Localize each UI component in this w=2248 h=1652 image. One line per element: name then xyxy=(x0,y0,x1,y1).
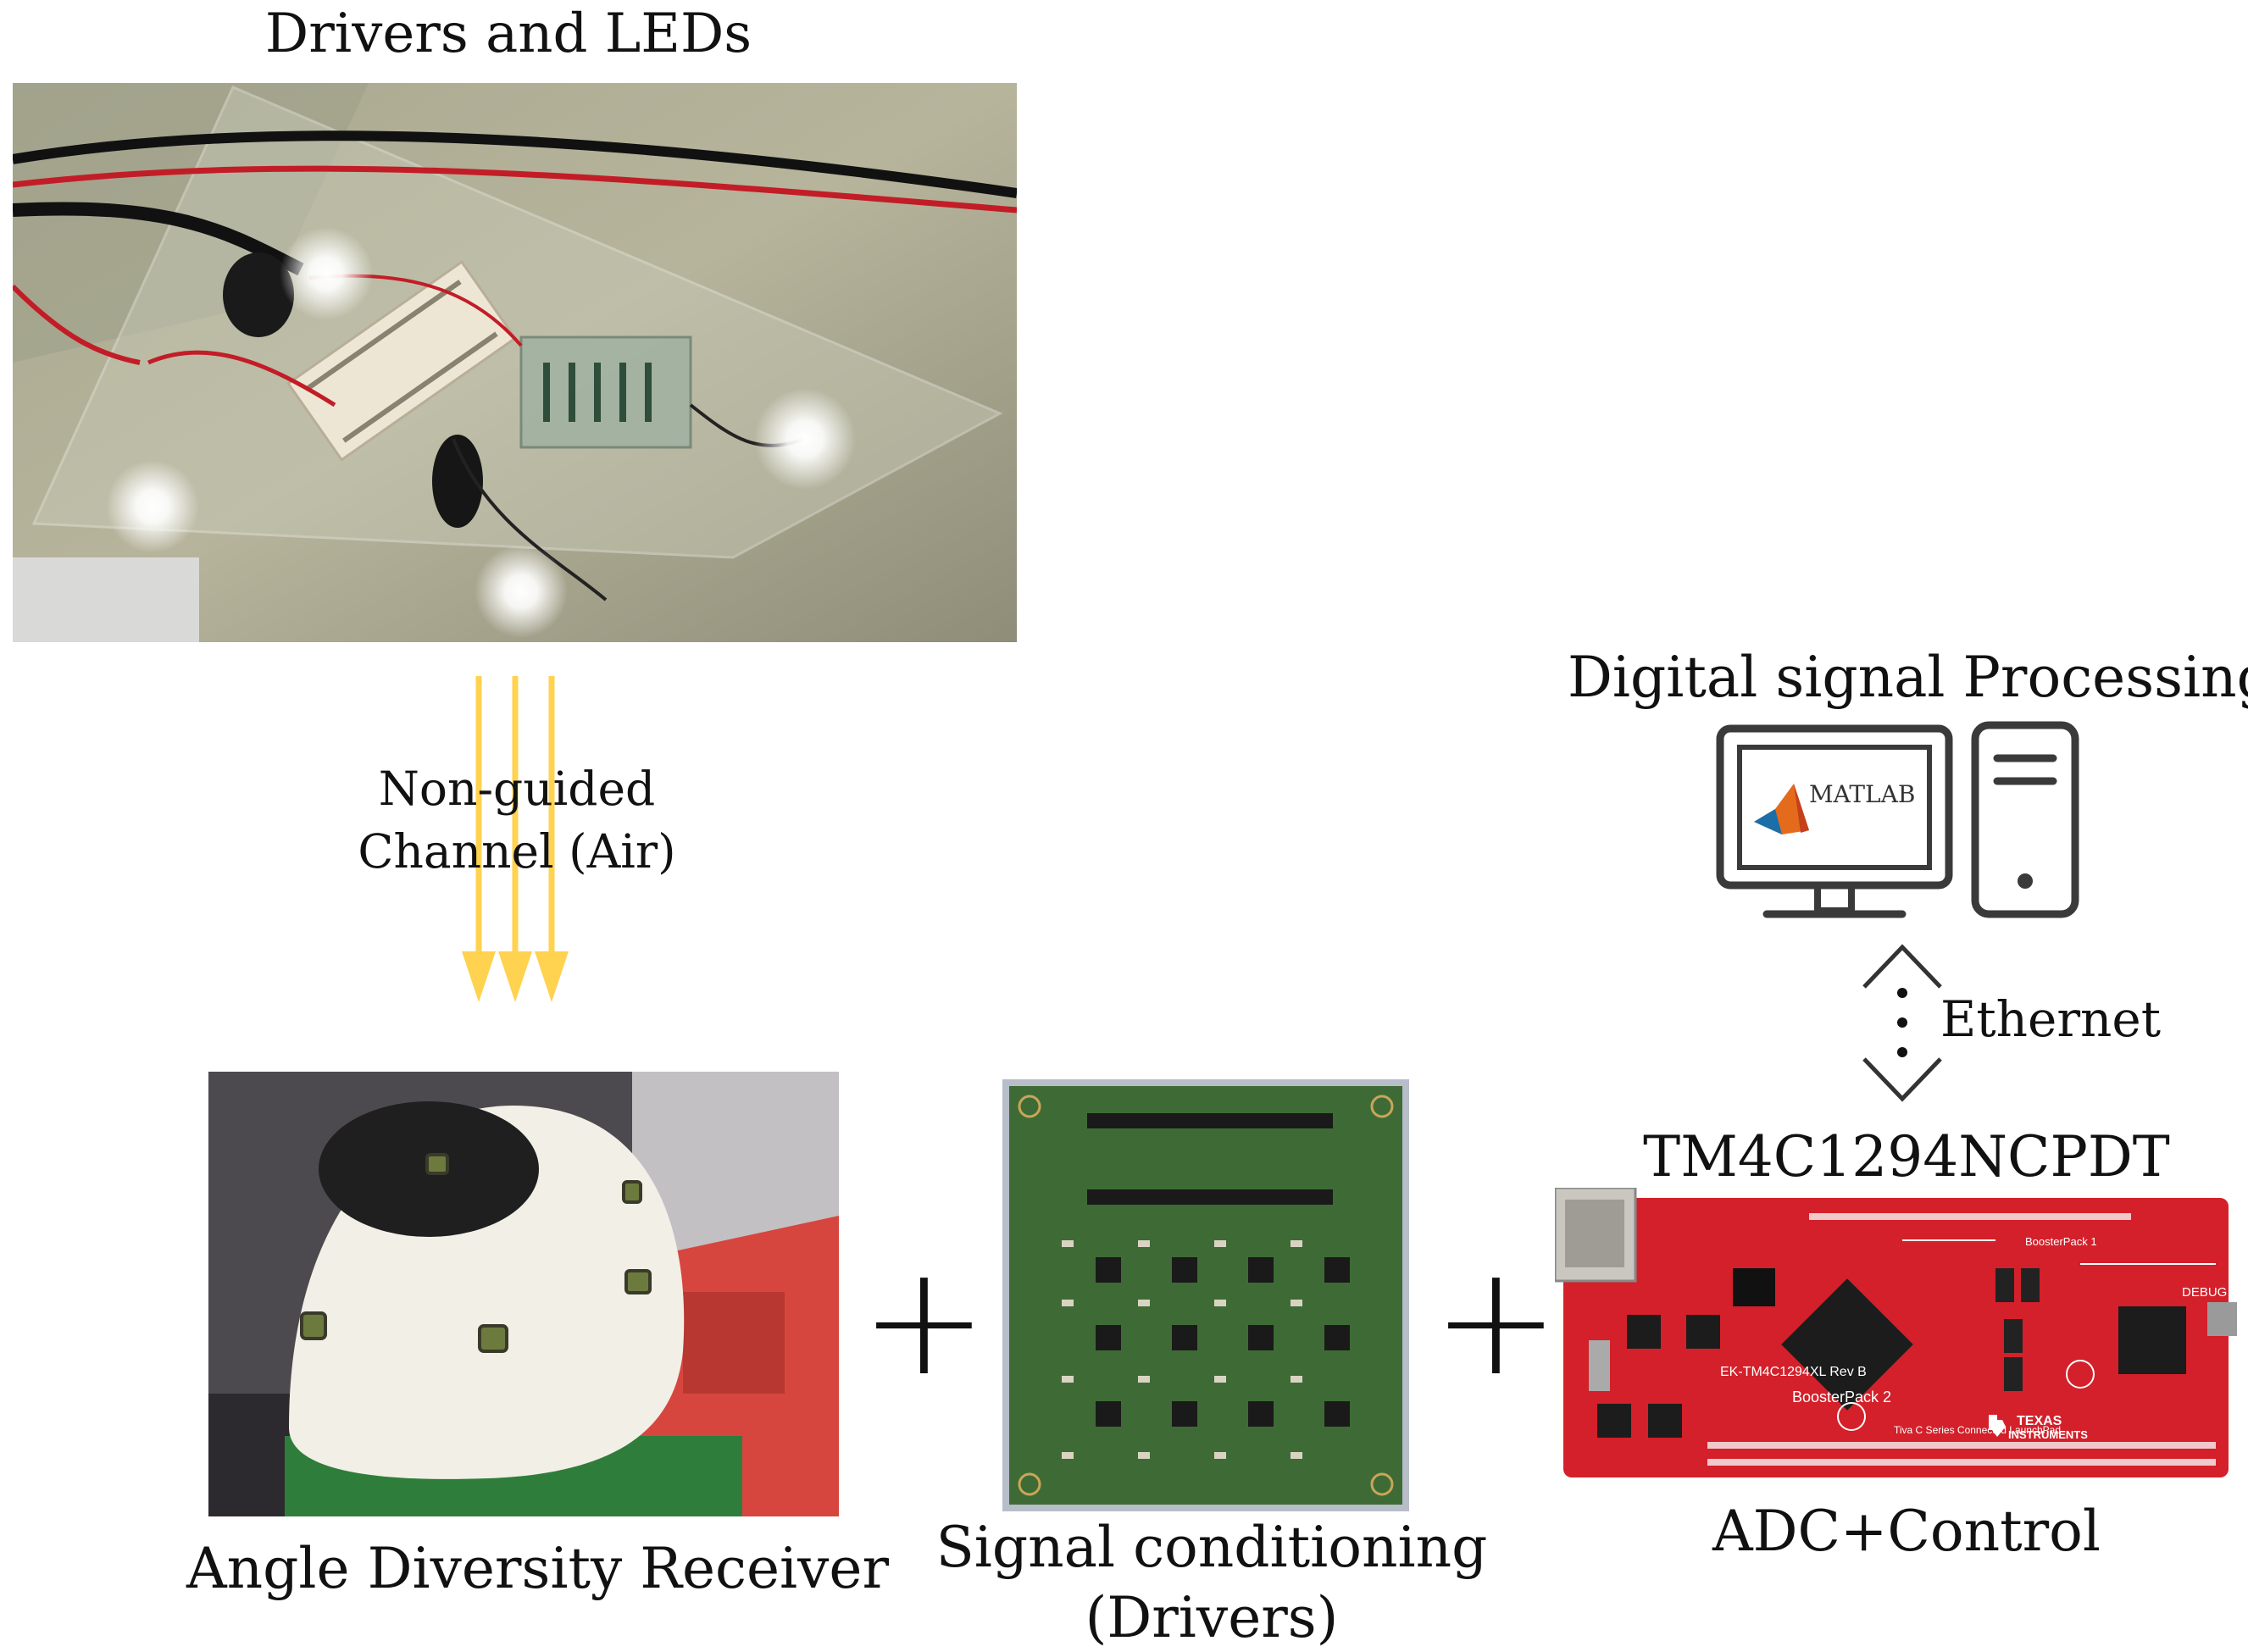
channel-label-line1: Non-guided xyxy=(378,762,656,816)
computer-tower-icon xyxy=(1971,721,2079,918)
signal-conditioning-pcb xyxy=(1002,1079,1409,1511)
drivers-leds-photo xyxy=(13,83,1017,642)
launchpad-name-text: EK-TM4C1294XL Rev B xyxy=(1720,1365,1867,1379)
monitor-icon xyxy=(1716,724,1953,918)
boosterpack-2-text: BoosterPack 2 xyxy=(1792,1389,1891,1405)
boosterpack-1-text: BoosterPack 1 xyxy=(2025,1235,2097,1248)
ethernet-label: Ethernet xyxy=(1940,990,2162,1048)
ti-logo-icon xyxy=(1989,1415,2006,1437)
adc-control-title: ADC+Control xyxy=(1712,1499,2101,1564)
ti-brand-line1: TEXAS xyxy=(2017,1414,2062,1428)
debug-text: DEBUG xyxy=(2182,1285,2227,1300)
ti-brand-line2: INSTRUMENTS xyxy=(2008,1428,2088,1441)
channel-label-line2: Channel (Air) xyxy=(358,824,676,879)
tm4c1294-launchpad-board: EK-TM4C1294XL Rev B BoosterPack 2 Booste… xyxy=(1555,1188,2237,1480)
plus-sign-1: + xyxy=(860,1233,988,1410)
mcu-title: TM4C1294NCPDT xyxy=(1643,1124,2170,1189)
angle-diversity-receiver-photo xyxy=(208,1072,839,1516)
signal-conditioning-title-line2: (Drivers) xyxy=(1085,1585,1339,1650)
matlab-logo-icon xyxy=(1754,784,1809,834)
drivers-leds-title: Drivers and LEDs xyxy=(264,3,752,65)
signal-conditioning-title-line1: Signal conditioning xyxy=(935,1515,1488,1580)
plus-sign-2: + xyxy=(1432,1233,1560,1410)
ethernet-bidirectional-arrow xyxy=(1862,944,1942,1102)
matlab-label: MATLAB xyxy=(1809,780,1916,808)
receiver-title: Angle Diversity Receiver xyxy=(186,1536,890,1601)
light-ray-arrows xyxy=(462,676,569,1002)
dsp-title: Digital signal Processing xyxy=(1568,645,2248,710)
tiva-series-text: Tiva C Series Connected LaunchPad xyxy=(1894,1424,2061,1436)
